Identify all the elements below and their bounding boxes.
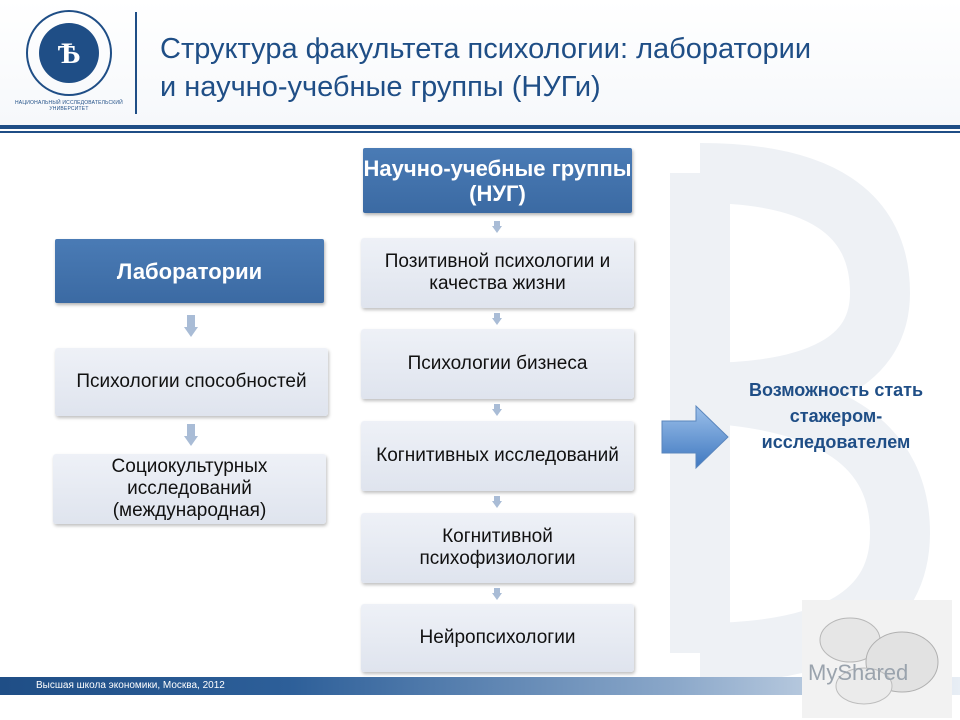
svg-text:Ѣ: Ѣ bbox=[58, 37, 81, 70]
arrow-right-icon bbox=[661, 404, 729, 470]
group-item: Нейропсихологии bbox=[361, 604, 634, 672]
footer-text: Высшая школа экономики, Москва, 2012 bbox=[36, 680, 225, 691]
groups-heading: Научно-учебные группы (НУГ) bbox=[363, 148, 632, 213]
lab-item: Социокультурных исследований (международ… bbox=[53, 454, 326, 524]
title-line-2: и научно-учебные группы (НУГи) bbox=[160, 71, 601, 103]
arrow-down-icon bbox=[492, 404, 502, 416]
title-line-1: Структура факультета психологии: лаборат… bbox=[160, 33, 812, 65]
group-item: Когнитивной психофизиологии bbox=[361, 513, 634, 583]
group-item: Психологии бизнеса bbox=[361, 329, 634, 399]
arrow-down-icon bbox=[492, 313, 502, 325]
footer-bar bbox=[0, 677, 960, 695]
page-title: Структура факультета психологии: лаборат… bbox=[160, 30, 940, 106]
labs-heading: Лаборатории bbox=[55, 239, 324, 303]
arrow-down-icon bbox=[492, 496, 502, 508]
arrow-down-icon bbox=[184, 424, 198, 446]
header-divider bbox=[135, 12, 137, 114]
group-item: Когнитивных исследований bbox=[361, 421, 634, 491]
logo-caption: НАЦИОНАЛЬНЫЙ ИССЛЕДОВАТЕЛЬСКИЙ УНИВЕРСИТ… bbox=[15, 100, 123, 112]
arrow-down-icon bbox=[492, 588, 502, 600]
myshared-watermark-image bbox=[802, 600, 952, 718]
myshared-watermark-text: MyShared bbox=[808, 660, 909, 685]
hse-logo: Ѣ НАЦИОНАЛЬНЫЙ ИССЛЕДОВАТЕЛЬСКИЙ УНИВЕРС… bbox=[14, 8, 123, 118]
opportunity-text: Возможность стать стажером-исследователе… bbox=[748, 380, 924, 452]
slide-header bbox=[0, 0, 960, 125]
group-item: Позитивной психологии и качества жизни bbox=[361, 238, 634, 308]
lab-item: Психологии способностей bbox=[55, 348, 328, 416]
header-rule bbox=[0, 125, 960, 129]
arrow-down-icon bbox=[492, 221, 502, 233]
header-rule-thin bbox=[0, 131, 960, 133]
arrow-down-icon bbox=[184, 315, 198, 337]
